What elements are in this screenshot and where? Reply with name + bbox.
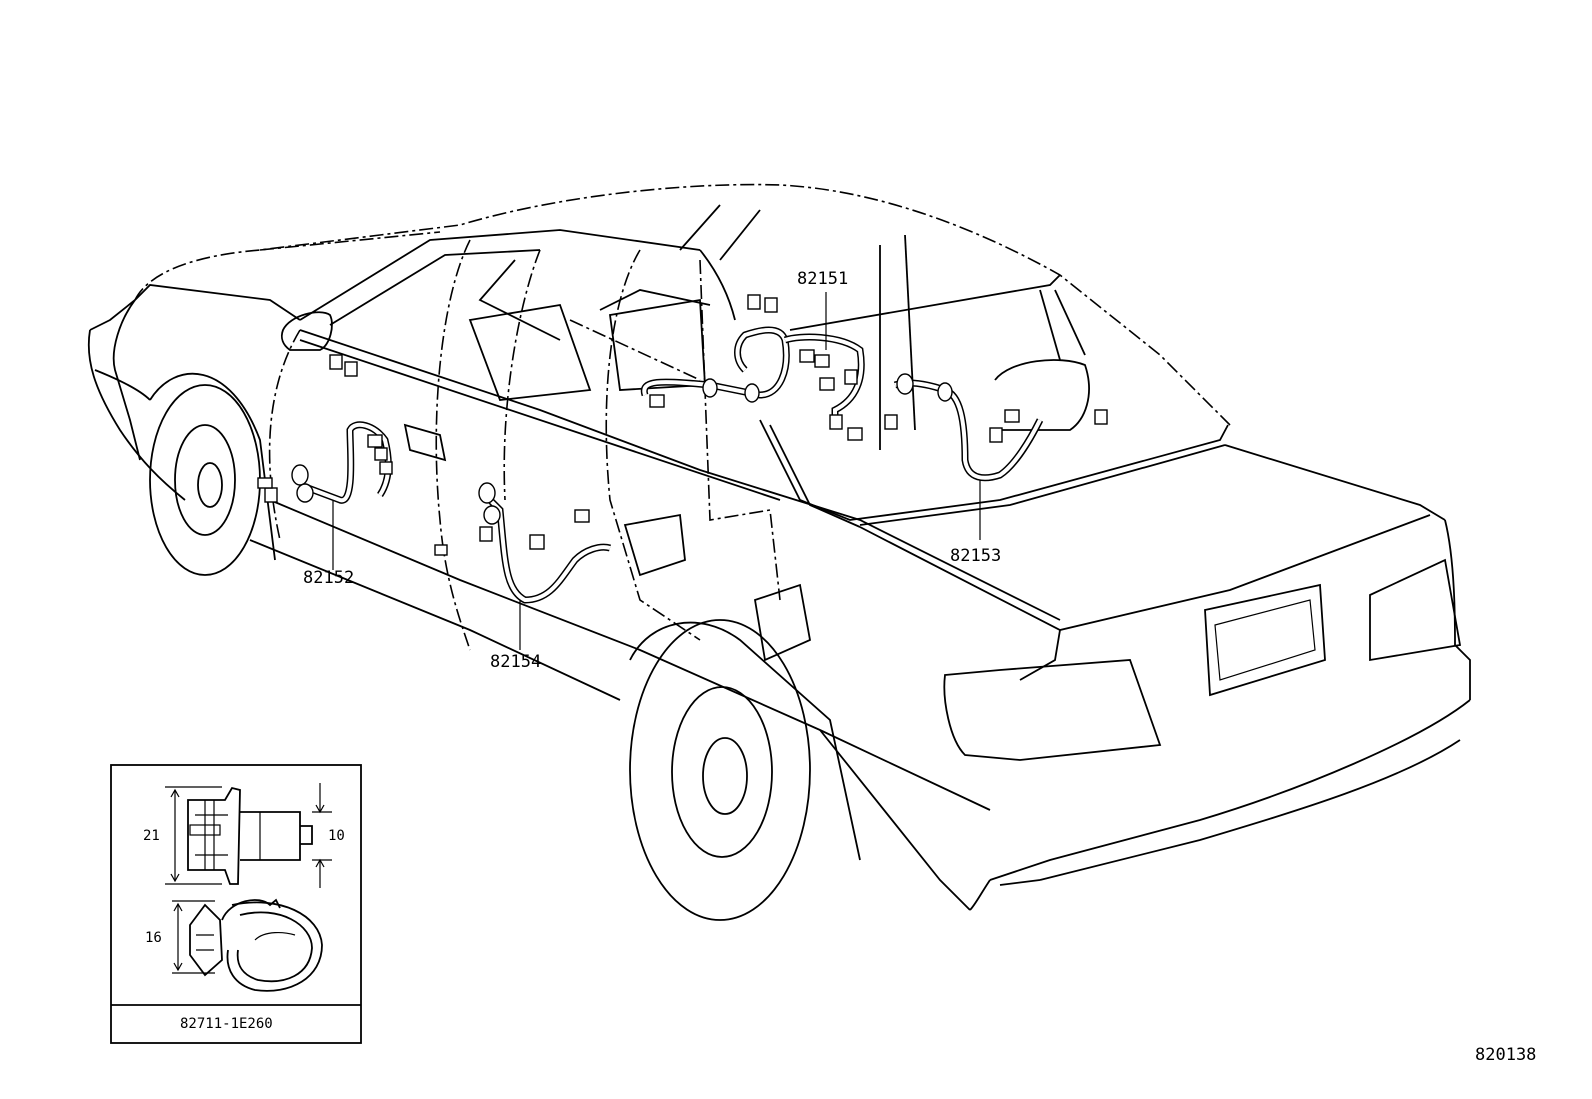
- rear-wheel: [629, 619, 861, 921]
- inset-clip-detail: 21 10 16 82711-1E260: [110, 764, 362, 1044]
- doors: [268, 239, 781, 651]
- callout-82152: 82152: [303, 568, 354, 588]
- callout-82154: 82154: [490, 652, 541, 672]
- illustration-number: 820138: [1475, 1045, 1536, 1065]
- dim-21: 21: [143, 828, 160, 844]
- harness-rear-door: [434, 482, 612, 650]
- callout-82151: 82151: [797, 269, 848, 289]
- front-wheel: [149, 372, 276, 576]
- harness-rear-deck: [884, 373, 1108, 540]
- clip-side-view: [165, 783, 332, 888]
- dim-10: 10: [328, 828, 345, 844]
- harness-front-door: [257, 354, 393, 570]
- clip-clamp-view: [172, 898, 323, 992]
- callout-82153: 82153: [950, 546, 1001, 566]
- part-number: 82711-1E260: [180, 1016, 273, 1032]
- dim-16: 16: [145, 930, 162, 946]
- car-body: [87, 183, 1471, 911]
- interior: [468, 204, 1090, 450]
- harness-roof: [640, 292, 865, 441]
